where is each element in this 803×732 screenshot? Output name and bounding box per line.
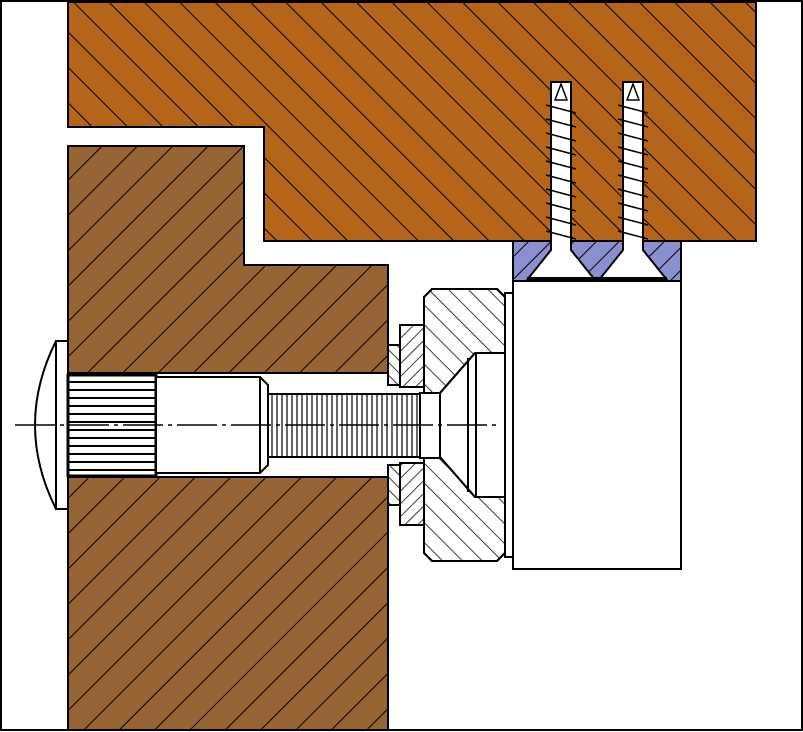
screw-thread-line — [545, 118, 577, 128]
screw-thread-line — [617, 118, 649, 128]
wheel-block — [512, 280, 682, 570]
screw-thread-line — [545, 202, 577, 212]
screw-thread-line — [617, 132, 649, 142]
screw-thread-line — [617, 146, 649, 156]
screw-thread-line — [545, 104, 577, 114]
washers — [387, 324, 425, 526]
screw-thread-line — [617, 230, 649, 240]
screw-thread-line — [545, 230, 577, 240]
screw-thread-line — [617, 174, 649, 184]
screw-thread-line — [545, 188, 577, 198]
screw-thread-line — [545, 146, 577, 156]
screw-thread-line — [617, 188, 649, 198]
thin-plate — [504, 292, 514, 558]
screw-thread-line — [545, 132, 577, 142]
screw-thread-line — [617, 216, 649, 226]
upper-board — [67, 1, 757, 242]
screw-thread-line — [617, 202, 649, 212]
screw-thread-line — [545, 160, 577, 170]
screw-thread-line — [545, 174, 577, 184]
screw-thread-line — [545, 216, 577, 226]
screw-thread-line — [617, 104, 649, 114]
screw-thread-line — [617, 160, 649, 170]
